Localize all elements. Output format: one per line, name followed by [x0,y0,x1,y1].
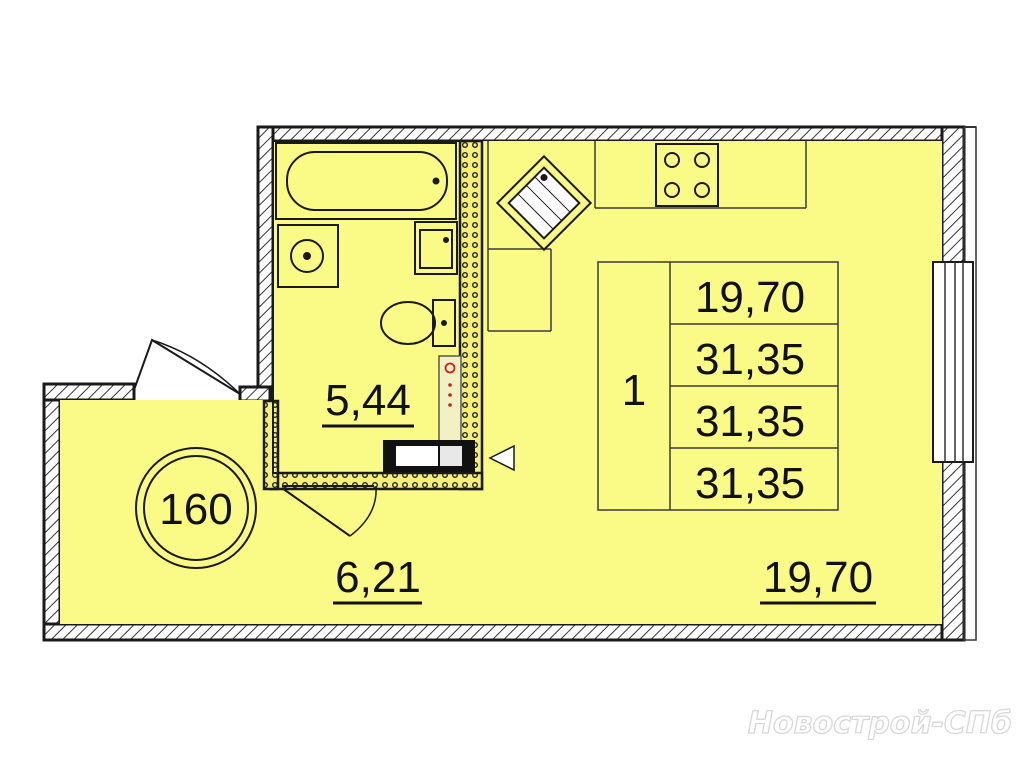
boiler-icon [438,355,462,443]
table-value-total-2: 31,35 [695,397,805,446]
entrance-arrow-icon [488,444,515,472]
floor-areas [60,141,942,624]
table-value-total-3: 31,35 [695,459,805,508]
apartment-number: 160 [159,485,232,534]
toilet-icon [380,299,456,347]
table-value-total: 31,35 [695,335,805,384]
rooms-count: 1 [622,366,646,415]
kitchen-sink-icon [495,154,593,252]
entrance-door [133,338,241,400]
stove-icon [655,143,719,207]
bathroom-floor [273,141,460,473]
kitchen [487,141,807,332]
sink-icon [277,224,339,288]
apartment-number-badge: 160 [135,447,257,569]
window [932,261,974,463]
summary-table: 1 19,70 31,35 31,35 31,35 [597,261,839,511]
meter-unit-icon [383,440,475,472]
bathroom-area: 5,44 [325,376,411,425]
room-area-labels: 5,44 6,21 19,70 [322,376,876,605]
hallway-area: 6,21 [335,553,421,602]
hallway-floor [60,400,278,624]
bathroom-door [281,485,377,537]
table-value-living: 19,70 [695,273,805,322]
bathtub-icon [275,142,457,220]
washing-machine-icon [414,221,458,275]
main-room-area: 19,70 [763,553,873,602]
watermark: Новострой-СПб [748,706,1012,741]
